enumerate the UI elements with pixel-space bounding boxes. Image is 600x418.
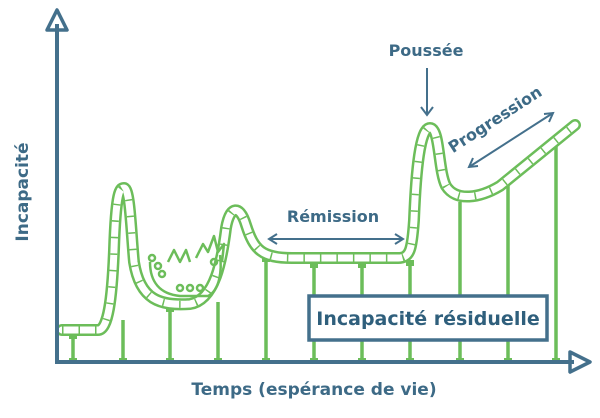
progression-label: Progression — [445, 82, 546, 157]
poussee-arrow-icon — [420, 68, 434, 117]
y-axis — [45, 8, 69, 362]
track-ties — [62, 122, 578, 334]
poussee-label: Poussée — [389, 41, 464, 60]
x-axis-title: Temps (espérance de vie) — [191, 380, 436, 400]
coaster-cart-icon — [147, 234, 226, 298]
x-axis — [55, 350, 592, 374]
remission-label: Rémission — [287, 207, 379, 226]
remission-arrow-icon — [267, 233, 405, 245]
residual-disability-label: Incapacité résiduelle — [316, 308, 539, 330]
progression-arrow-icon — [467, 111, 555, 169]
x-axis-arrow-icon — [568, 350, 592, 374]
residual-disability-box — [307, 294, 549, 342]
y-axis-arrow-icon — [45, 8, 69, 32]
y-axis-title: Incapacité — [13, 142, 33, 241]
